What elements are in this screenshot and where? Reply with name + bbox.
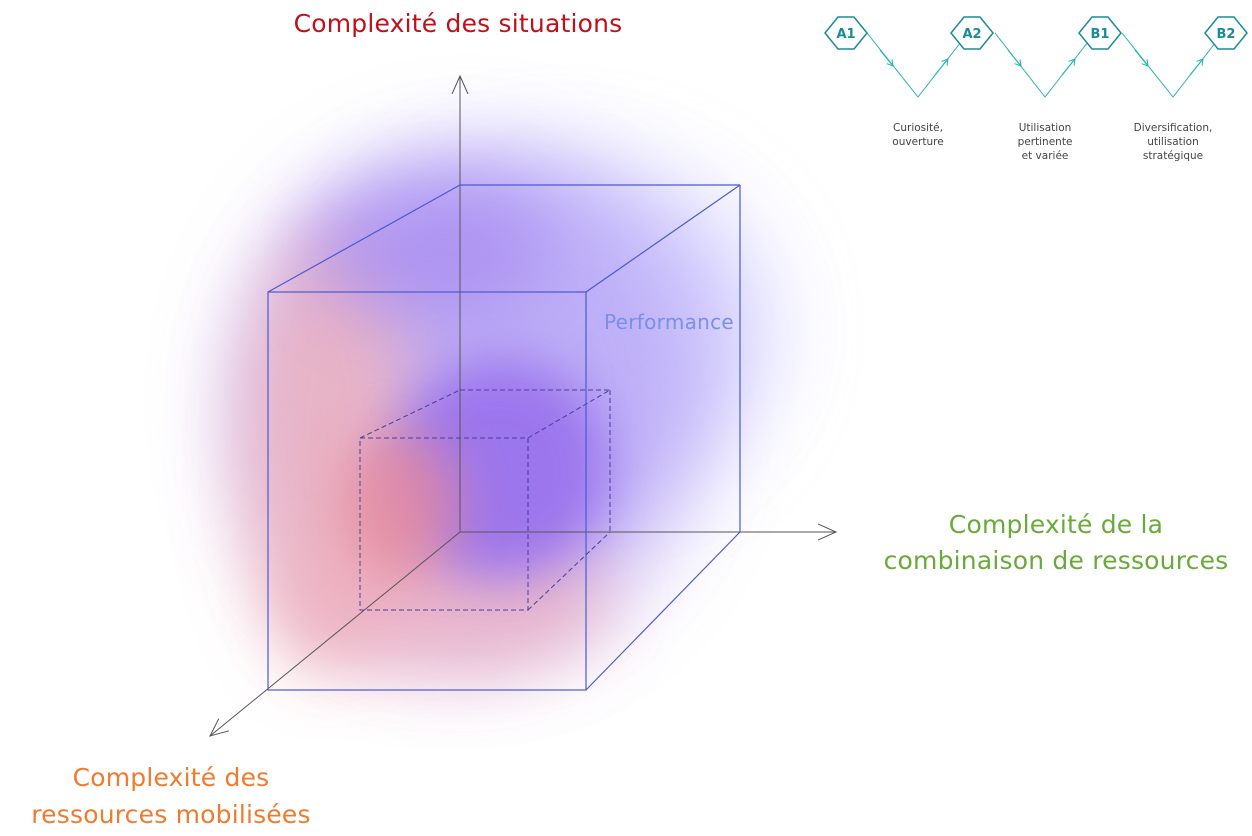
level-code-b1: B1 (1091, 27, 1110, 42)
connector-arrow-3 (1007, 49, 1021, 66)
horizontal-axis-label-line-1: Complexité de la (949, 510, 1163, 539)
vertical-axis-label: Complexité des situations (294, 9, 623, 38)
outer-cube-edge-tr (585, 184, 741, 293)
inner-cube-front-face (359, 437, 529, 611)
horizontal-axis-label: Complexité de la combinaison de ressourc… (884, 510, 1229, 575)
connector-a1-a2 (866, 32, 969, 98)
desc-3-line-3: stratégique (1143, 150, 1203, 162)
desc-3-line-2: utilisation (1147, 136, 1199, 148)
outer-cube-edge-br (585, 531, 741, 691)
level-badge-b1 (1078, 16, 1122, 50)
glow-violet-top (310, 180, 550, 320)
desc-1-line-2: ouverture (892, 136, 943, 148)
connector-arrow-2 (934, 59, 948, 76)
horizontal-axis-label-line-2: combinaison de ressources (884, 546, 1229, 575)
level-badge-b2 (1204, 16, 1248, 50)
level-codes: A1 A2 B1 B2 (836, 27, 1235, 42)
desc-2-line-1: Utilisation (1019, 122, 1072, 134)
level-badges (824, 16, 1248, 50)
axis-depth-line (210, 531, 461, 736)
desc-2-line-3: et variée (1022, 150, 1069, 162)
depth-axis-label: Complexité des ressources mobilisées (31, 763, 311, 829)
connector-arrow-6 (1189, 59, 1203, 76)
level-descriptions: Curiosité, ouverture Utilisation pertine… (892, 122, 1212, 162)
outer-cube-edge-tl (267, 184, 461, 293)
levels-connectors (866, 32, 1224, 98)
level-code-a2: A2 (962, 27, 981, 42)
level-badge-a2 (950, 16, 994, 50)
level-code-a1: A1 (836, 27, 855, 42)
performance-glow (240, 150, 770, 675)
outer-cube-front-face (267, 291, 587, 691)
level-code-b2: B2 (1217, 27, 1236, 42)
connector-a2-b1 (994, 32, 1096, 98)
level-badge-a1 (824, 16, 868, 50)
connector-arrow-4 (1061, 59, 1075, 76)
inner-cube (359, 389, 611, 611)
desc-1-line-1: Curiosité, (893, 122, 943, 134)
desc-3-line-1: Diversification, (1134, 122, 1213, 134)
depth-axis-label-line-2: ressources mobilisées (31, 800, 311, 829)
depth-axis-label-line-1: Complexité des (73, 763, 270, 792)
levels-progression: A1 A2 B1 B2 Curiosité, ouverture Utilisa… (824, 16, 1248, 162)
inner-cube-edge-br (527, 531, 611, 611)
connector-b1-b2 (1121, 32, 1224, 98)
connector-arrow-5 (1134, 49, 1148, 66)
desc-2-line-2: pertinente (1018, 136, 1073, 148)
inner-cube-edge-tl (359, 389, 461, 439)
performance-label: Performance (604, 310, 734, 334)
connector-arrow-1 (879, 49, 893, 66)
outer-cube (267, 184, 741, 691)
glow-red-core (340, 430, 460, 580)
